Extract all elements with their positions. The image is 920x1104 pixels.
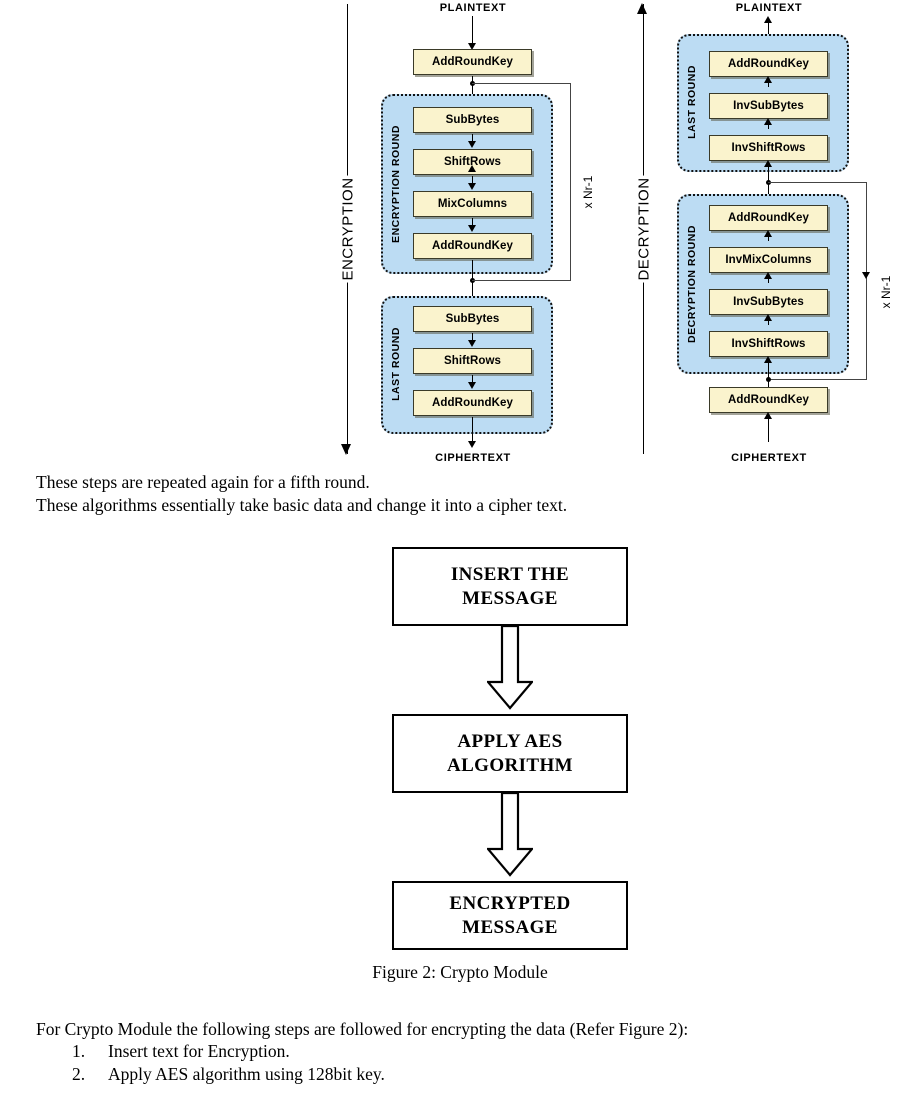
conn-mixcolumns-addroundkey <box>472 218 474 227</box>
enc-round-step-addroundkey: AddRoundKey <box>413 233 532 259</box>
figure-2-caption: Figure 2: Crypto Module <box>372 962 548 982</box>
crypto-box-insert-message: INSERT THE MESSAGE <box>392 547 628 626</box>
conn-dec-round-to-lastround-arrow-icon <box>764 160 772 167</box>
dec-loop-label: x Nr-1 <box>879 275 893 309</box>
conn-shiftrows-mixcolumns-arrow-icon <box>468 183 476 190</box>
conn-dec-invshiftrows-invsubbytes-arrow-icon <box>764 118 772 125</box>
decryption-axis: DECRYPTION <box>627 3 661 454</box>
crypto-arrow-2-icon <box>487 793 533 877</box>
dec-loop-right <box>866 182 868 380</box>
decryption-plaintext-caption: PLAINTEXT <box>735 2 803 14</box>
encryption-axis-arrow-icon <box>341 444 351 455</box>
conn-dec-finalark-to-round-arrow-icon <box>764 356 772 363</box>
enc-loop-label: x Nr-1 <box>581 175 595 209</box>
conn-last-shiftrows-addroundkey-arrow-icon <box>468 382 476 389</box>
conn-ark-to-round <box>472 76 474 102</box>
enc-initial-addroundkey: AddRoundKey <box>413 49 532 75</box>
dec-loop-bottom-dot <box>766 377 771 382</box>
crypto-arrow-1-icon <box>487 626 533 710</box>
crypto-box-encrypted-message-line1: ENCRYPTED <box>449 892 571 914</box>
dec-final-addroundkey: AddRoundKey <box>709 387 828 413</box>
enc-last-step-addroundkey: AddRoundKey <box>413 390 532 416</box>
conn-mixcolumns-addroundkey-arrow-icon <box>468 225 476 232</box>
crypto-box-insert-message-line2: MESSAGE <box>462 587 558 609</box>
conn-shiftrows-mixcolumns <box>472 176 474 185</box>
conn-lastround-to-ciphertext-arrow-icon <box>468 441 476 448</box>
crypto-box-apply-aes-line2: ALGORITHM <box>446 754 574 776</box>
encryption-ciphertext-caption: CIPHERTEXT <box>435 452 511 464</box>
dec-last-step-invsubbytes: InvSubBytes <box>709 93 828 119</box>
conn-dec-invsubbytes-addroundkey-arrow-icon <box>764 76 772 83</box>
encryption-axis-label: ENCRYPTION <box>335 175 361 283</box>
crypto-box-encrypted-message: ENCRYPTED MESSAGE <box>392 881 628 950</box>
decryption-round-label: DECRYPTION ROUND <box>686 225 698 343</box>
encryption-plaintext-caption: PLAINTEXT <box>439 2 507 14</box>
enc-loop-top <box>472 83 571 85</box>
steps-list-item-2-number: 2. <box>72 1064 86 1084</box>
enc-loop-right <box>570 83 572 281</box>
crypto-box-insert-message-line1: INSERT THE <box>450 563 570 585</box>
conn-dec-invmixcolumns-addroundkey-arrow-icon <box>764 230 772 237</box>
conn-dec-lastround-to-plaintext <box>768 18 770 43</box>
crypto-intro-text: For Crypto Module the following steps ar… <box>36 1019 689 1039</box>
conn-last-subbytes-shiftrows-arrow-icon <box>468 340 476 347</box>
steps-list-item-2-text: Apply AES algorithm using 128bit key. <box>108 1064 385 1084</box>
conn-last-shiftrows-addroundkey <box>472 375 474 384</box>
steps-list-item-1-number: 1. <box>72 1041 86 1061</box>
body-line-2: These algorithms essentially take basic … <box>36 495 568 515</box>
conn-plaintext-to-ark <box>472 16 474 45</box>
conn-subbytes-shiftrows <box>472 134 474 143</box>
crypto-box-apply-aes: APPLY AES ALGORITHM <box>392 714 628 793</box>
dec-loop-top <box>768 182 867 184</box>
conn-lastround-to-ciphertext <box>472 417 474 443</box>
dec-last-step-invshiftrows: InvShiftRows <box>709 135 828 161</box>
encryption-axis: ENCRYPTION <box>331 4 365 455</box>
conn-ciphertext-to-dec-ark-arrow-icon <box>764 412 772 419</box>
encryption-round-label: ENCRYPTION ROUND <box>390 125 402 243</box>
enc-last-step-shiftrows: ShiftRows <box>413 348 532 374</box>
conn-subbytes-shiftrows-arrow-icon <box>468 141 476 148</box>
body-line-1: These steps are repeated again for a fif… <box>36 472 370 492</box>
dec-round-step-invsubbytes: InvSubBytes <box>709 289 828 315</box>
decryption-axis-label: DECRYPTION <box>631 175 657 283</box>
dec-round-step-invmixcolumns: InvMixColumns <box>709 247 828 273</box>
enc-round-step-shiftrows: ShiftRows <box>413 149 532 175</box>
enc-loop-arrow-icon <box>468 165 476 172</box>
dec-round-step-invshiftrows: InvShiftRows <box>709 331 828 357</box>
conn-plaintext-to-ark-arrow-icon <box>468 43 476 50</box>
enc-last-step-subbytes: SubBytes <box>413 306 532 332</box>
conn-ciphertext-to-dec-ark <box>768 414 770 442</box>
enc-loop-bottom <box>472 280 571 282</box>
enc-round-step-subbytes: SubBytes <box>413 107 532 133</box>
dec-last-step-addroundkey: AddRoundKey <box>709 51 828 77</box>
conn-dec-finalark-to-round <box>768 358 770 388</box>
conn-dec-invsubbytes-invmixcolumns-arrow-icon <box>764 272 772 279</box>
decryption-last-round-label: LAST ROUND <box>686 65 698 139</box>
conn-dec-invshiftrows-invsubbytes-2-arrow-icon <box>764 314 772 321</box>
aes-flow-figure: ENCRYPTION PLAINTEXT AddRoundKey ENCRYPT… <box>0 0 920 472</box>
crypto-box-encrypted-message-line2: MESSAGE <box>462 916 558 938</box>
decryption-axis-arrow-icon <box>637 3 647 14</box>
decryption-ciphertext-caption: CIPHERTEXT <box>731 452 807 464</box>
conn-dec-lastround-to-plaintext-arrow-icon <box>764 16 772 23</box>
crypto-module-figure: INSERT THE MESSAGE APPLY AES ALGORITHM E… <box>0 534 920 1004</box>
dec-loop-bottom <box>768 379 867 381</box>
dec-round-step-addroundkey: AddRoundKey <box>709 205 828 231</box>
dec-loop-arrow-icon <box>862 272 870 279</box>
crypto-box-apply-aes-line1: APPLY AES <box>457 730 563 752</box>
enc-round-step-mixcolumns: MixColumns <box>413 191 532 217</box>
encryption-last-round-label: LAST ROUND <box>390 327 402 401</box>
conn-last-subbytes-shiftrows <box>472 333 474 342</box>
steps-list-item-1-text: Insert text for Encryption. <box>108 1041 290 1061</box>
